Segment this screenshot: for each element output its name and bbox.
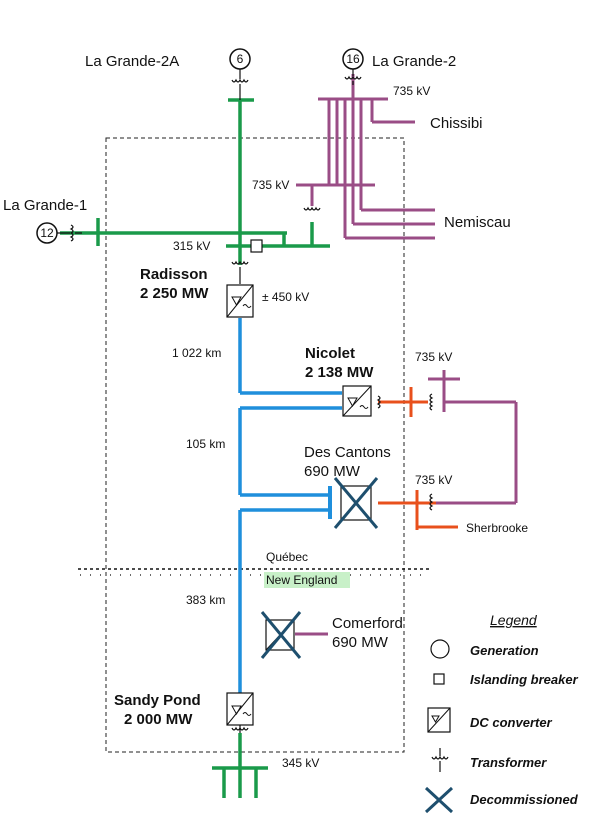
label-sherbrooke: Sherbrooke: [466, 521, 528, 535]
label-des-cantons: Des Cantons: [304, 444, 391, 461]
voltage-735-cantons: 735 kV: [415, 473, 452, 487]
legend-breaker-label: Islanding breaker: [470, 672, 579, 687]
label-nemiscau: Nemiscau: [444, 214, 511, 231]
label-nicolet-mw: 2 138 MW: [305, 364, 374, 381]
converter-des-cantons: [333, 477, 379, 529]
generator-16: 16: [342, 48, 364, 85]
legend-generation-label: Generation: [470, 643, 539, 658]
label-sandy-pond: Sandy Pond: [114, 692, 201, 709]
label-nicolet: Nicolet: [305, 345, 355, 362]
voltage-735-nicolet: 735 kV: [415, 350, 452, 364]
new-england-label-bg: [264, 572, 350, 588]
distance-1022: 1 022 km: [172, 346, 221, 360]
voltage-735-top: 735 kV: [393, 84, 430, 98]
legend-decommissioned-icon: [424, 786, 454, 814]
legend-generation-icon: [430, 639, 450, 659]
transformer-icons: [231, 206, 434, 733]
generator-6: 6: [229, 48, 251, 100]
label-la-grande-1: La Grande-1: [3, 197, 87, 214]
ac-735kv-network: [295, 74, 518, 636]
local-ac-links: [378, 387, 458, 530]
label-comerford: Comerford: [332, 615, 403, 632]
generator-12: 12: [36, 222, 82, 244]
legend-title: Legend: [490, 612, 538, 628]
voltage-345: 345 kV: [282, 756, 319, 770]
converter-radisson: [226, 284, 254, 318]
voltage-735-mid: 735 kV: [252, 178, 289, 192]
label-radisson: Radisson: [140, 266, 208, 283]
label-chissibi: Chissibi: [430, 115, 483, 132]
legend: Legend Generation Islanding breaker DC c…: [424, 612, 579, 814]
ac-315kv-network: [60, 98, 330, 798]
legend-converter-label: DC converter: [470, 715, 553, 730]
converter-nicolet: [342, 385, 372, 417]
legend-transformer-label: Transformer: [470, 755, 547, 770]
label-radisson-mw: 2 250 MW: [140, 285, 209, 302]
label-comerford-mw: 690 MW: [332, 634, 389, 651]
legend-decommissioned-label: Decommissioned: [470, 792, 579, 807]
legend-converter-icon: [427, 707, 451, 733]
label-la-grande-2a: La Grande-2A: [85, 53, 179, 70]
label-sandy-pond-mw: 2 000 MW: [124, 711, 193, 728]
voltage-315: 315 kV: [173, 239, 210, 253]
distance-105: 105 km: [186, 437, 225, 451]
label-new-england: New England: [266, 573, 337, 587]
voltage-450: ± 450 kV: [262, 290, 309, 304]
legend-transformer-icon: [431, 748, 449, 772]
islanding-breaker: [250, 239, 263, 253]
svg-text:6: 6: [237, 52, 244, 66]
label-la-grande-2: La Grande-2: [372, 53, 456, 70]
label-quebec: Québec: [266, 550, 308, 564]
label-des-cantons-mw: 690 MW: [304, 463, 361, 480]
hvdc-line: [238, 318, 342, 693]
converter-comerford: [260, 611, 302, 659]
converter-sandy-pond: [226, 692, 254, 726]
svg-text:12: 12: [40, 226, 54, 240]
legend-breaker-icon: [433, 673, 445, 685]
distance-383: 383 km: [186, 593, 225, 607]
svg-text:16: 16: [346, 52, 360, 66]
hydro-quebec-boundary: [105, 137, 405, 753]
